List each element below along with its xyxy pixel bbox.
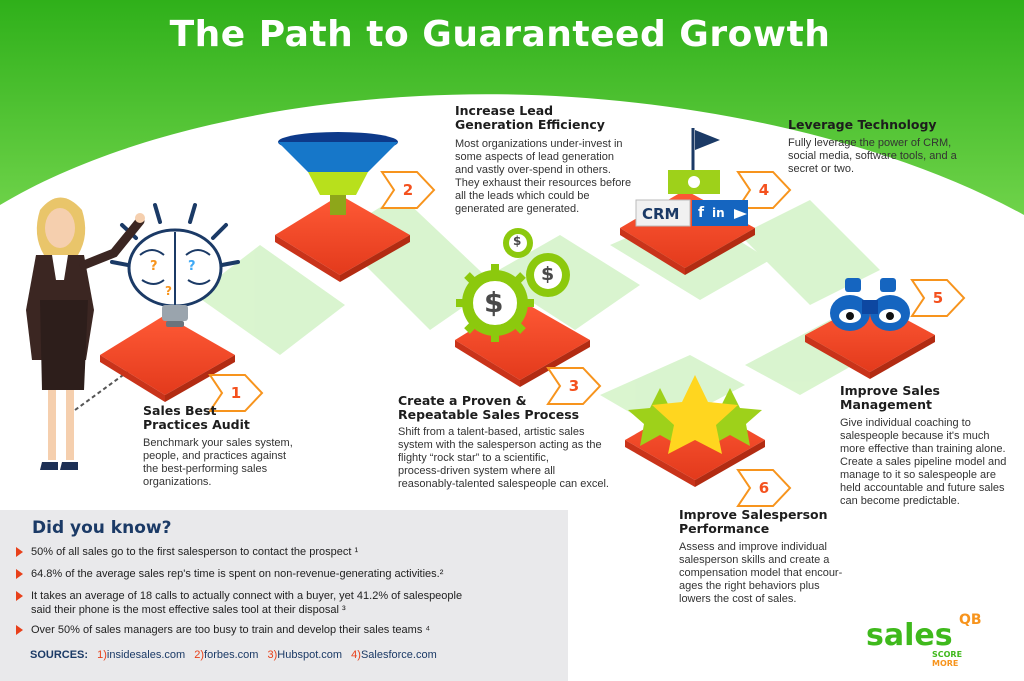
step-6-title: Improve Salesperson Performance <box>679 507 828 536</box>
step-1-description: Benchmark your sales system, people, and… <box>143 437 293 488</box>
svg-text:?: ? <box>188 259 196 274</box>
linkedin-icon: in <box>712 206 725 220</box>
bullet-arrow-icon <box>16 547 23 557</box>
bullet-arrow-icon <box>16 625 23 635</box>
page-title: The Path to Guaranteed Growth <box>169 14 831 55</box>
step-number-3: 3 <box>568 377 580 395</box>
step-3-description: Shift from a talent-based, artistic sale… <box>398 426 609 490</box>
crm-label: CRM <box>642 205 680 223</box>
sources-label: SOURCES: <box>30 649 89 661</box>
funnel-icon <box>278 132 398 215</box>
sources-line: SOURCES: 1)insidesales.com 2)forbes.com … <box>30 649 437 661</box>
step-5-title: Improve Sales Management <box>840 383 940 412</box>
gears-icon <box>456 228 570 342</box>
brain-lightbulb-icon: ? ? ? <box>110 203 240 327</box>
logo-badge: QB <box>959 612 982 628</box>
step-3-title: Create a Proven & Repeatable Sales Proce… <box>398 393 580 422</box>
logo-tagline: SCORE MORE <box>932 650 963 668</box>
bullet-arrow-icon <box>16 591 23 601</box>
pointer-line <box>74 369 131 411</box>
did-you-know-heading: Did you know? <box>32 518 172 538</box>
source-link[interactable]: 1)insidesales.com <box>97 649 186 661</box>
logo-wordmark: sales <box>866 618 953 653</box>
presenter-figure <box>26 197 145 470</box>
step-6-description: Assess and improve individual salesperso… <box>679 541 843 605</box>
did-you-know-panel <box>0 510 568 681</box>
dollar-sign-large: $ <box>484 286 504 319</box>
header-background <box>0 0 1024 215</box>
step-2-title: Increase Lead Generation Efficiency <box>455 103 605 132</box>
svg-text:?: ? <box>150 259 158 274</box>
step-4-description: Fully leverage the power of CRM, social … <box>788 137 957 175</box>
dollar-sign-medium: $ <box>541 263 555 285</box>
technology-icon <box>635 128 748 227</box>
dollar-sign-small: $ <box>513 234 522 248</box>
svg-text:?: ? <box>165 284 172 298</box>
bullet-arrow-icon <box>16 569 23 579</box>
step-number-6: 6 <box>758 479 770 497</box>
step-number-4: 4 <box>758 181 770 199</box>
step-5-description: Give individual coaching to salespeople … <box>840 417 1007 507</box>
source-link[interactable]: 2)forbes.com <box>194 649 259 661</box>
source-link[interactable]: 3)Hubspot.com <box>267 649 343 661</box>
step-4-title: Leverage Technology <box>788 117 937 132</box>
step-number-1: 1 <box>230 384 242 402</box>
step-1-title: Sales Best Practices Audit <box>143 403 250 432</box>
step-number-5: 5 <box>932 289 944 307</box>
stars-icon <box>628 375 762 454</box>
step-number-2: 2 <box>402 181 414 199</box>
salesqb-logo: sales QB SCORE MORE <box>866 612 986 668</box>
facebook-icon: f <box>698 205 705 221</box>
source-link[interactable]: 4)Salesforce.com <box>351 649 437 661</box>
number-arrows <box>208 171 966 507</box>
binoculars-icon <box>830 278 910 331</box>
step-2-description: Most organizations under-invest in some … <box>455 138 632 215</box>
